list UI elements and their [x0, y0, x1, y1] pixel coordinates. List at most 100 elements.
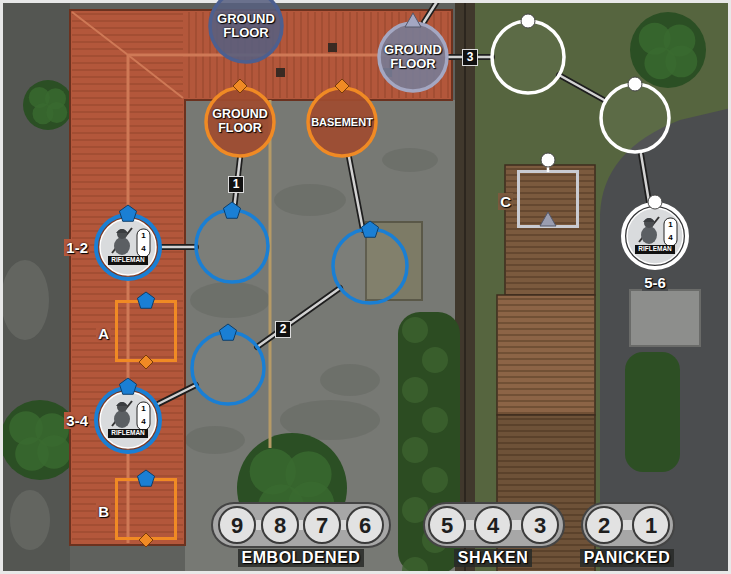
- triangle-marker: [540, 212, 556, 226]
- location-label: 3-4: [64, 412, 90, 429]
- stone-patch: [274, 184, 346, 216]
- movement-path: [158, 385, 196, 404]
- floor-location: GROUND FLOOR: [377, 21, 449, 93]
- pentagon-marker: [119, 205, 136, 221]
- morale-bar: [424, 503, 564, 547]
- morale-band-label: PANICKED: [580, 549, 674, 567]
- location-circle: [492, 21, 564, 93]
- morale-step: 8: [261, 506, 299, 544]
- callout-number: 2: [275, 321, 292, 338]
- pentagon-marker: [119, 378, 136, 394]
- morale-number: 8: [274, 515, 286, 537]
- movement-path: [424, 0, 438, 22]
- movement-path: [641, 154, 649, 202]
- morale-circle: [522, 507, 558, 543]
- shed-stripe: [498, 448, 594, 450]
- pentagon-marker: [361, 221, 378, 237]
- unit-name: RIFLEMAN: [111, 257, 145, 264]
- morale-number: 7: [316, 515, 328, 537]
- location-name: BASEMENT: [311, 116, 373, 128]
- shed-stripe: [506, 234, 594, 236]
- floor-location: BASEMENT: [306, 86, 378, 158]
- location-label: C: [498, 193, 513, 210]
- building-square: [117, 302, 176, 361]
- shed-stripe: [498, 442, 594, 444]
- dot-marker: [541, 153, 555, 167]
- morale-number: 9: [231, 515, 243, 537]
- location-circle: [379, 23, 447, 91]
- morale-number: 4: [487, 515, 499, 537]
- counter-disc: [100, 392, 156, 448]
- shed-stripe: [498, 328, 594, 330]
- morale-number: 6: [359, 515, 371, 537]
- unit-stat: 4: [141, 245, 145, 253]
- shed-stripe: [498, 370, 594, 372]
- building-square: B: [115, 478, 177, 540]
- unit-stat: 1: [141, 405, 145, 413]
- movement-path: [559, 75, 604, 100]
- counter-disc: [627, 208, 683, 264]
- unit-stat: 1: [141, 232, 145, 240]
- morale-bar: [212, 503, 390, 547]
- morale-link: [299, 520, 303, 530]
- path-casing: [162, 244, 196, 250]
- soldier-head: [117, 229, 127, 239]
- morale-step: 7: [303, 506, 341, 544]
- shed-stripe: [498, 424, 594, 426]
- triangle-marker: [405, 13, 421, 27]
- path-casing: [559, 75, 604, 100]
- location-circle: [601, 84, 669, 152]
- dot-marker: [521, 14, 535, 28]
- location-circle: [333, 229, 407, 303]
- location-circle: [192, 332, 264, 404]
- location-circle: [96, 388, 160, 452]
- morale-number: 1: [645, 515, 657, 537]
- morale-link: [341, 520, 346, 530]
- roof-tile: [72, 49, 183, 50]
- location-label: 1-2: [64, 239, 90, 256]
- morale-circle: [219, 507, 255, 543]
- pentagon-marker: [137, 292, 154, 308]
- chimney: [328, 43, 337, 52]
- soldier-body: [114, 237, 130, 255]
- pentagon-marker: [137, 470, 154, 486]
- floor-location: GROUND FLOOR: [208, 0, 284, 64]
- shed-stripe: [498, 406, 594, 408]
- shed-stripe: [506, 240, 594, 242]
- shed-stripe: [498, 364, 594, 366]
- roof-tile: [72, 21, 183, 22]
- roof-tile: [72, 14, 183, 15]
- unit-location: 5-6RIFLEMAN14: [621, 202, 689, 270]
- shed-stripe: [506, 282, 594, 284]
- morale-step: 9: [218, 506, 256, 544]
- movement-path: [257, 288, 340, 347]
- grass: [455, 0, 731, 574]
- morale-circle: [633, 507, 669, 543]
- roof: [70, 10, 452, 545]
- soldier-helmet: [116, 402, 128, 406]
- shed-stripe: [498, 496, 594, 498]
- name-band: [108, 429, 148, 438]
- soldier-head: [117, 402, 127, 412]
- floor-location: GROUND FLOOR: [204, 86, 276, 158]
- roof-ridge: [127, 55, 130, 543]
- path-casing: [257, 288, 340, 347]
- node-outline: [621, 202, 689, 270]
- location-circle: [308, 88, 376, 156]
- node-outline: [517, 170, 579, 228]
- path-casing: [349, 157, 363, 230]
- shed-stripe: [498, 436, 594, 438]
- shed-stripe: [498, 484, 594, 486]
- soldier-helmet: [116, 229, 128, 233]
- stone-patch: [190, 282, 270, 318]
- hedge-foliage: [422, 347, 448, 373]
- morale-circle: [586, 507, 622, 543]
- stone-patch: [320, 364, 380, 396]
- shed-stripe: [498, 412, 594, 414]
- morale-circle: [429, 507, 465, 543]
- location-circle: [196, 210, 268, 282]
- stat-pill: [137, 229, 150, 257]
- morale-link: [466, 520, 474, 530]
